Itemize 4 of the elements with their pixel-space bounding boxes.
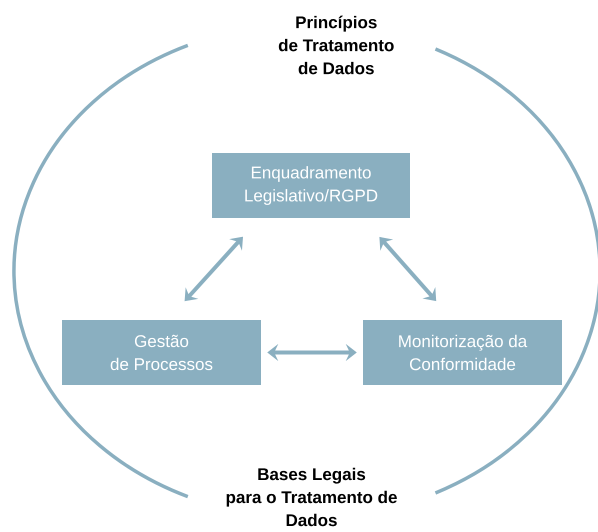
section-heading: Princípios de Tratamento de Dados — [278, 16, 394, 74]
process-box: Gestão de Processos — [62, 320, 261, 385]
section-heading: Bases Legais para o Tratamento de Dados — [226, 468, 397, 526]
process-box: Enquadramento Legislativo/RGPD — [212, 153, 410, 218]
